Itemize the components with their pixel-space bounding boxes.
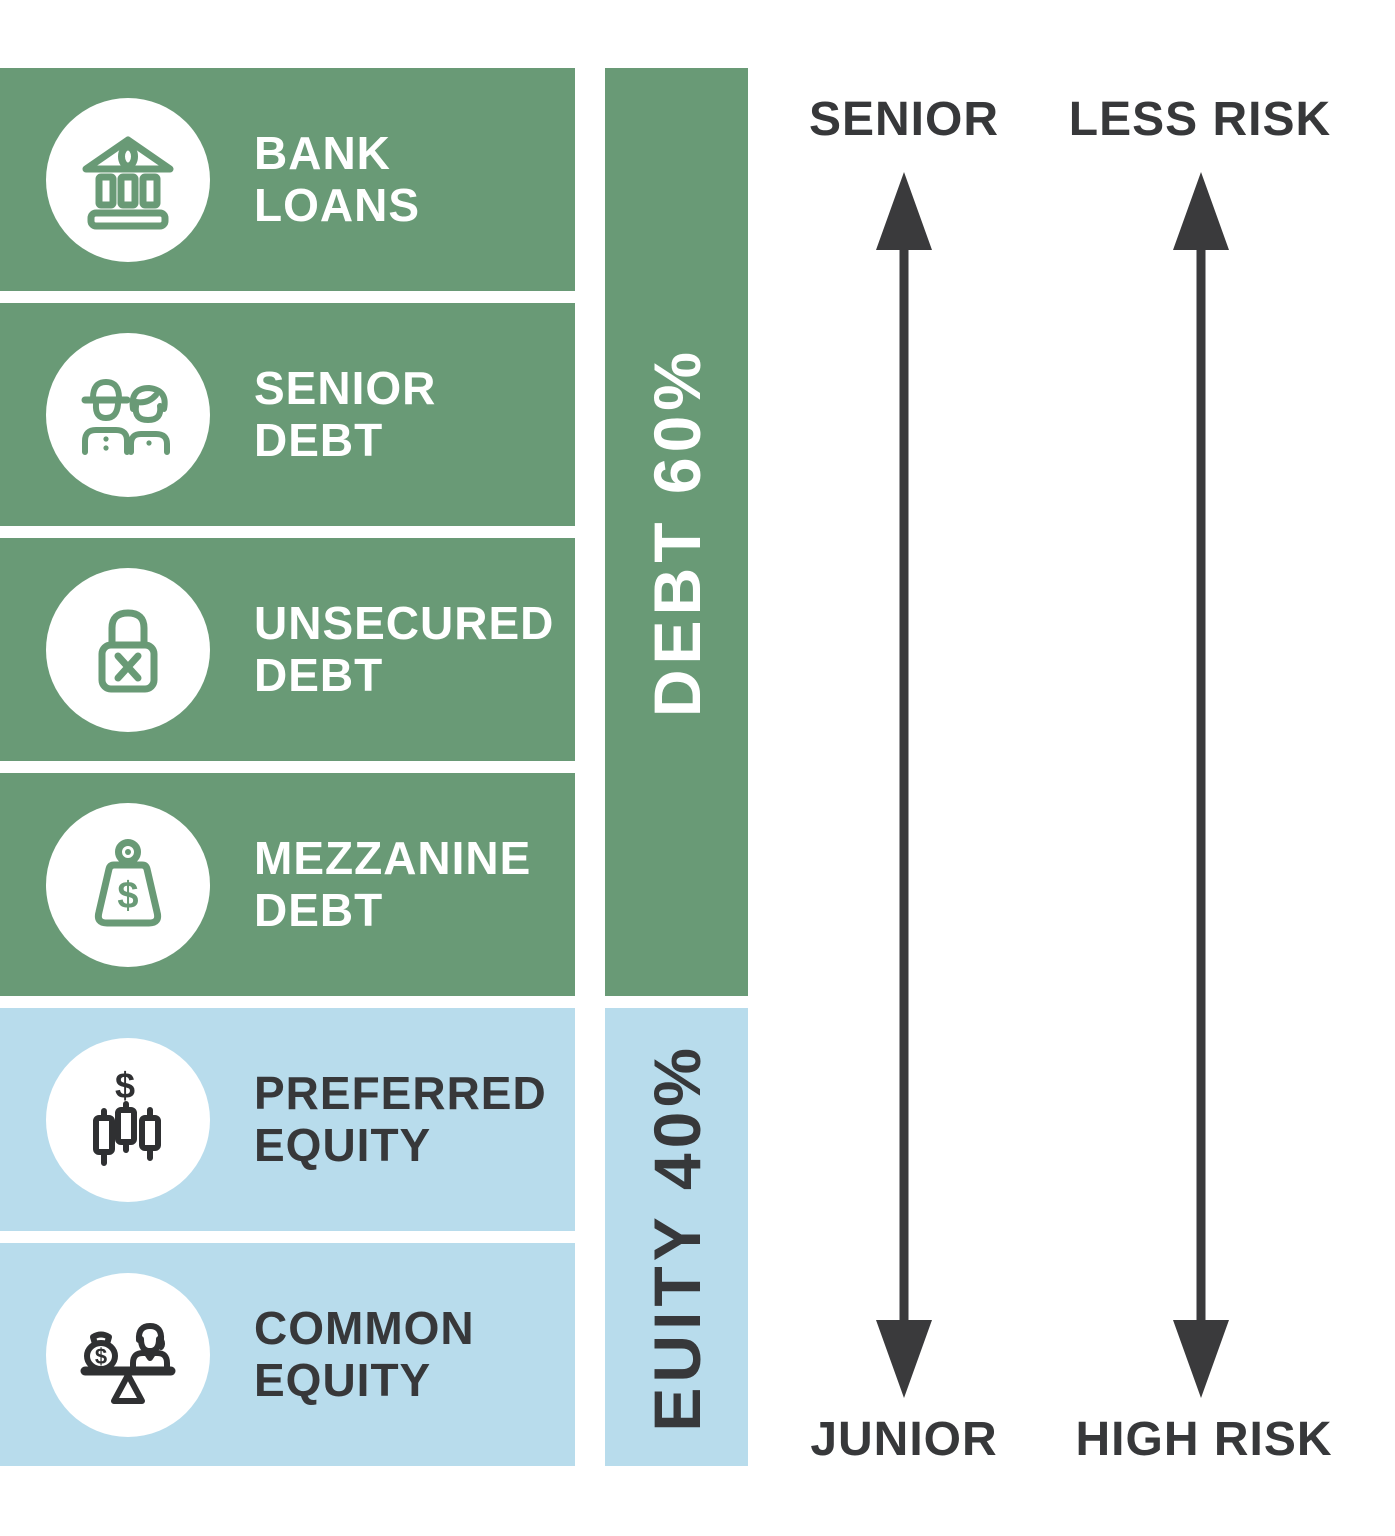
- row-label-common-equity: COMMON EQUITY: [254, 1301, 475, 1407]
- row-senior-debt: SENIOR DEBT: [0, 303, 575, 526]
- row-label-line: DEBT: [254, 648, 384, 701]
- equity-40-band: EUITY 40%: [605, 1008, 748, 1466]
- row-label-line: DEBT: [254, 413, 384, 466]
- dollar-glyph: $: [115, 1065, 135, 1106]
- row-unsecured-debt: UNSECURED DEBT: [0, 538, 575, 761]
- weight-dollar-icon: $: [46, 802, 210, 967]
- row-common-equity: $ COMMON EQUITY: [0, 1243, 575, 1466]
- axis-less-risk-label: LESS RISK: [1068, 93, 1332, 146]
- row-label-line: LOANS: [254, 178, 420, 231]
- row-label-line: MEZZANINE: [254, 831, 532, 884]
- seniority-arrow: [876, 172, 932, 1398]
- axis-senior-label: SENIOR: [808, 93, 1000, 146]
- row-label-senior-debt: SENIOR DEBT: [254, 361, 437, 467]
- axis-junior-label: JUNIOR: [810, 1413, 998, 1466]
- row-label-line: EQUITY: [254, 1118, 432, 1171]
- row-bank-loans: BANK LOANS: [0, 68, 575, 291]
- row-label-line: COMMON: [254, 1301, 475, 1354]
- row-mezzanine-debt: $ MEZZANINE DEBT: [0, 773, 575, 996]
- equity-40-label: EUITY 40%: [639, 1042, 714, 1432]
- senior-couple-icon: [46, 332, 210, 497]
- row-label-line: BANK: [254, 126, 391, 179]
- row-label-mezzanine-debt: MEZZANINE DEBT: [254, 831, 532, 937]
- dollar-glyph: $: [117, 875, 138, 917]
- row-label-bank-loans: BANK LOANS: [254, 126, 420, 232]
- row-label-line: SENIOR: [254, 361, 437, 414]
- row-label-line: DEBT: [254, 883, 384, 936]
- risk-arrow: [1173, 172, 1229, 1398]
- debt-60-band: DEBT 60%: [605, 68, 748, 996]
- axis-high-risk-label: HIGH RISK: [1075, 1413, 1333, 1466]
- unsecured-lock-icon: [46, 567, 210, 732]
- row-preferred-equity: $ PREFERRED EQUITY: [0, 1008, 575, 1231]
- row-label-unsecured-debt: UNSECURED DEBT: [254, 596, 555, 702]
- row-label-preferred-equity: PREFERRED EQUITY: [254, 1066, 547, 1172]
- row-label-line: UNSECURED: [254, 596, 555, 649]
- bank-icon: [46, 97, 210, 262]
- stock-candles-dollar-icon: $: [46, 1037, 210, 1202]
- balance-scale-icon: $: [46, 1272, 210, 1437]
- row-label-line: PREFERRED: [254, 1066, 547, 1119]
- dollar-glyph: $: [95, 1344, 107, 1369]
- debt-60-label: DEBT 60%: [639, 346, 714, 718]
- row-label-line: EQUITY: [254, 1353, 432, 1406]
